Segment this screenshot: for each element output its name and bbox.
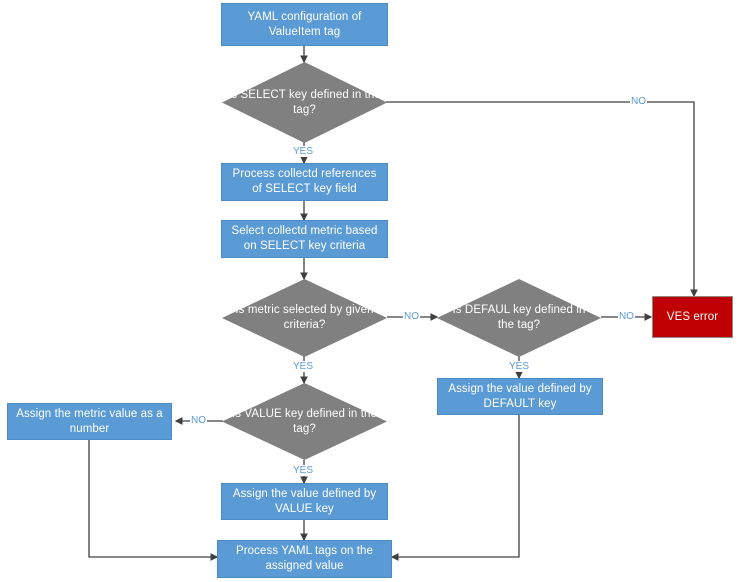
edge-label-defaul-no: NO xyxy=(618,311,635,322)
edge-select-no xyxy=(386,101,698,298)
edge-label-defaul-yes: YES xyxy=(508,361,531,372)
node-process-refs-label: Process collectd references of SELECT ke… xyxy=(232,168,377,195)
node-assign-default[interactable]: Assign the value defined by DEFAULT key xyxy=(437,378,603,415)
node-metric-selected-decision[interactable]: Is metric selected by given criteria? xyxy=(222,279,387,357)
node-defaul-key-label: Is DEFAUL key defined in the tag? xyxy=(452,304,586,331)
node-assign-metric-number-label: Assign the metric value as a number xyxy=(16,407,163,435)
node-value-key-decision[interactable]: Is VALUE key defined in the tag? xyxy=(222,383,387,460)
node-assign-value-label: Assign the value defined by VALUE key xyxy=(232,487,377,515)
edge-label-select-no: NO xyxy=(630,96,647,107)
edge-label-metric-no: NO xyxy=(403,311,420,322)
node-assign-default-label: Assign the value defined by DEFAULT key xyxy=(448,382,592,410)
node-select-metric-label: Select collectd metric based on SELECT k… xyxy=(231,225,378,252)
node-ves-error[interactable]: VES error xyxy=(652,296,733,338)
node-process-yaml-label: Process YAML tags on the assigned value xyxy=(235,545,374,572)
node-defaul-key-decision[interactable]: Is DEFAUL key defined in the tag? xyxy=(437,279,601,357)
node-value-key-label: Is VALUE key defined in the tag? xyxy=(231,407,378,435)
node-select-metric[interactable]: Select collectd metric based on SELECT k… xyxy=(221,220,388,258)
node-process-refs[interactable]: Process collectd references of SELECT ke… xyxy=(221,163,388,201)
node-start[interactable]: YAML configuration of ValueItem tag xyxy=(221,3,388,46)
node-metric-selected-label: Is metric selected by given criteria? xyxy=(235,304,374,331)
node-start-label: YAML configuration of ValueItem tag xyxy=(247,10,362,38)
edge-number-to-yaml xyxy=(88,440,219,561)
node-assign-value[interactable]: Assign the value defined by VALUE key xyxy=(221,483,388,520)
node-assign-metric-number[interactable]: Assign the metric value as a number xyxy=(7,403,172,440)
edge-label-metric-yes: YES xyxy=(292,361,315,372)
node-select-key-label: Is SELECT key defined in the tag? xyxy=(228,88,381,116)
node-process-yaml[interactable]: Process YAML tags on the assigned value xyxy=(217,540,392,578)
edge-label-value-no: NO xyxy=(190,415,207,426)
edge-label-value-yes: YES xyxy=(292,465,315,476)
node-ves-error-label: VES error xyxy=(666,310,719,323)
edge-default-to-yaml xyxy=(390,415,520,561)
edge-label-select-yes: YES xyxy=(292,146,315,157)
node-select-key-decision[interactable]: Is SELECT key defined in the tag? xyxy=(222,62,387,143)
